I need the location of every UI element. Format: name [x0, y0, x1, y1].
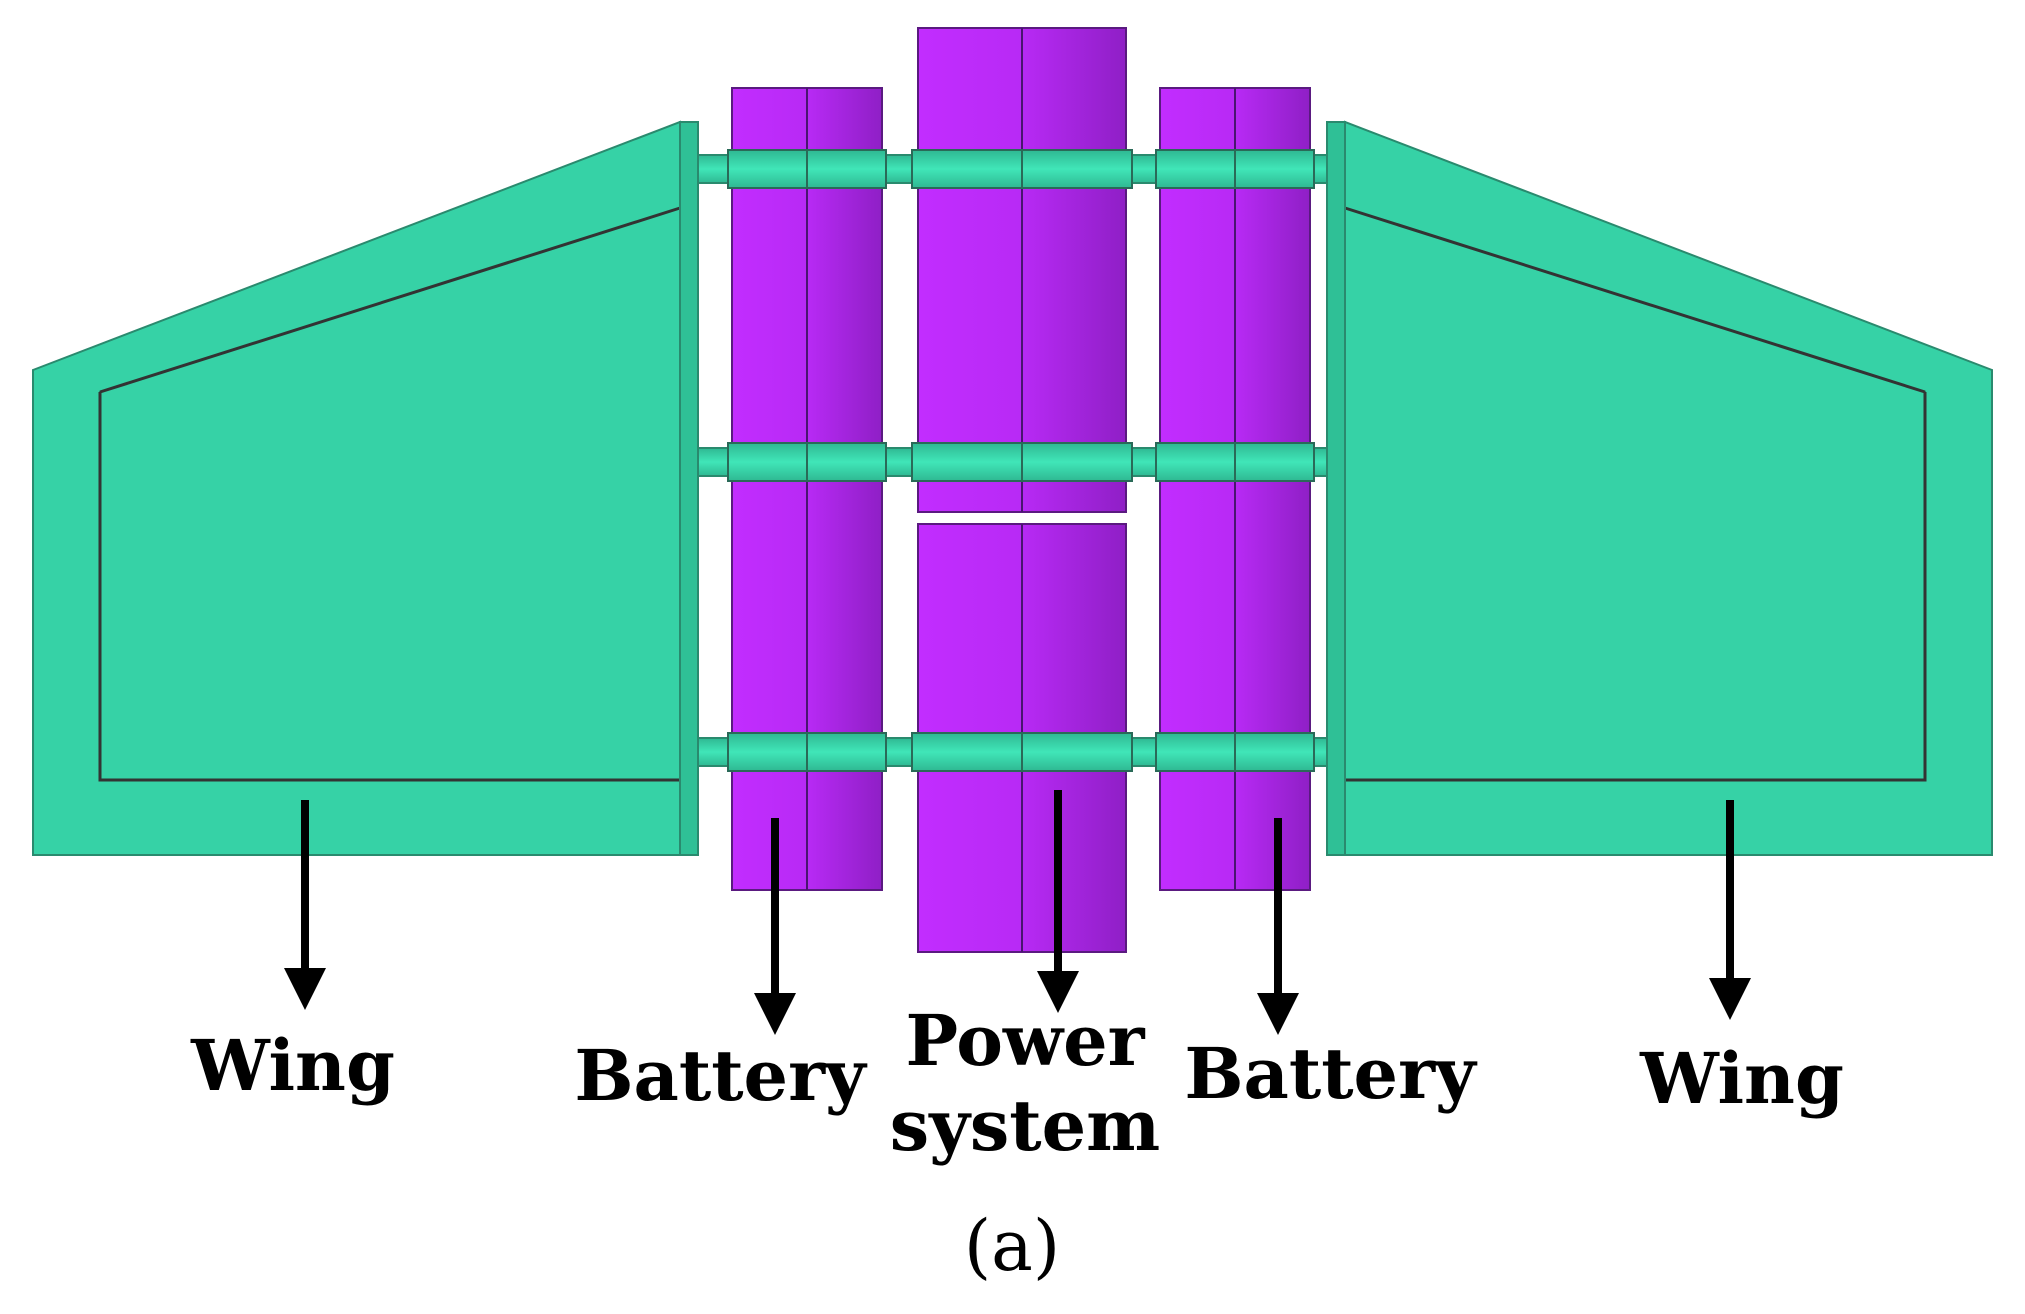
band-bottom [697, 732, 1328, 772]
label-power-system-line1: Power [905, 999, 1145, 1082]
arrow-wing-right [1709, 800, 1751, 1020]
power-system-cylinder-upper [917, 27, 1127, 513]
right-wing-inner-edge [1344, 206, 1927, 782]
label-battery-left: Battery [574, 1034, 868, 1117]
right-wing-frame [1344, 120, 1993, 856]
arrow-battery-right [1257, 818, 1299, 1035]
left-wing [32, 120, 699, 856]
mounting-bands [697, 149, 1328, 772]
left-wing-spar [679, 121, 699, 856]
callout-arrows [284, 790, 1751, 1035]
arrow-wing-left [284, 800, 326, 1010]
band-top [697, 149, 1328, 189]
label-power-system-line2: system [890, 1084, 1160, 1167]
left-wing-frame [32, 120, 681, 856]
left-wing-inner-edge [98, 206, 681, 782]
band-middle [697, 442, 1328, 482]
right-wing [1326, 120, 1993, 856]
label-wing-left: Wing [190, 1024, 395, 1107]
label-wing-right: Wing [1639, 1037, 1844, 1120]
right-wing-spar [1326, 121, 1346, 856]
arrow-battery-left [754, 818, 796, 1035]
figure-caption: (a) [964, 1205, 1060, 1287]
arrow-power-system [1037, 790, 1079, 1013]
label-battery-right: Battery [1184, 1032, 1478, 1115]
